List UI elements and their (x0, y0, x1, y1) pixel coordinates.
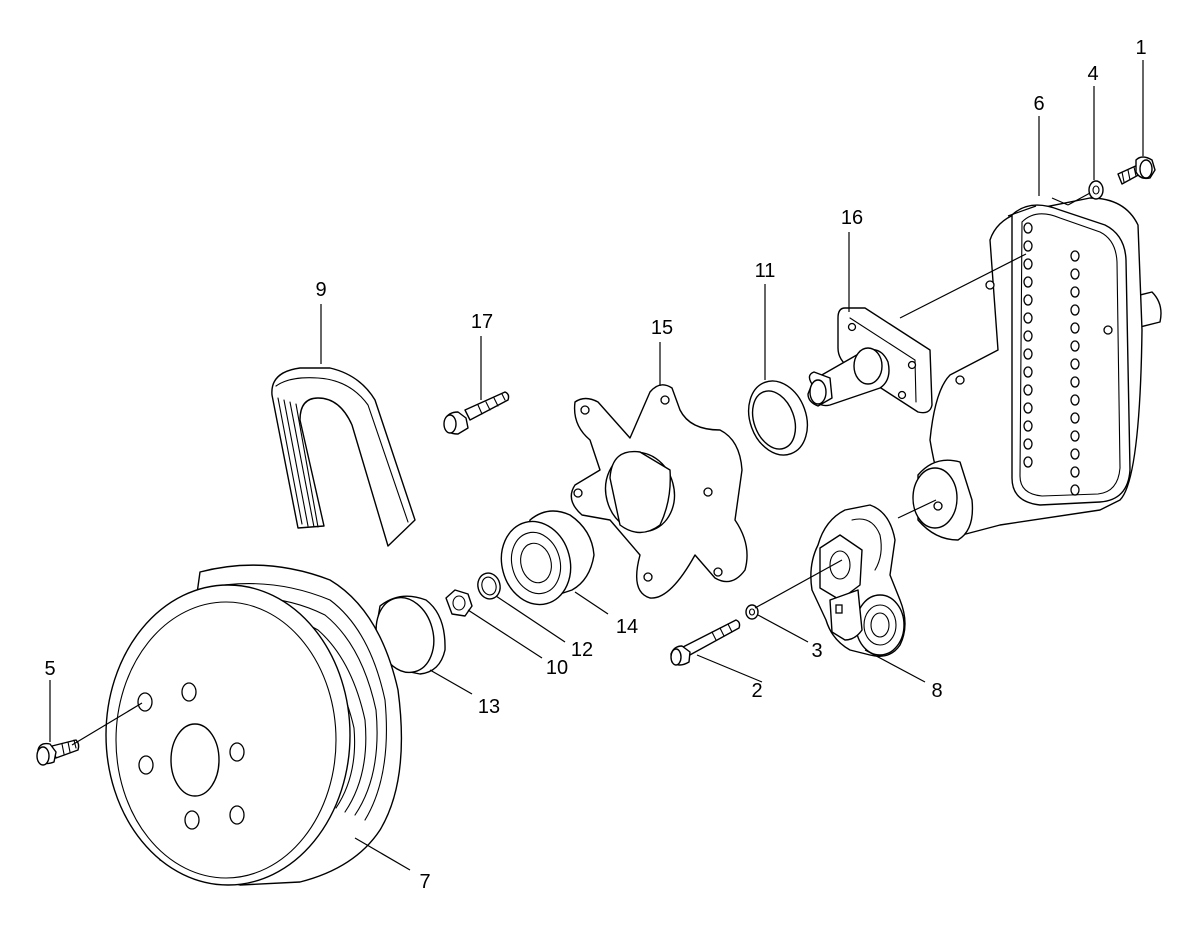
callout-15: 15 (651, 317, 673, 339)
leader-lines (49, 60, 1144, 871)
callout-2: 2 (751, 680, 762, 702)
part-17-bolt (443, 391, 510, 435)
callout-14: 14 (616, 616, 638, 638)
part-9-drive-belt (271, 367, 416, 547)
part-15-hub-spider (570, 384, 748, 599)
callout-7: 7 (419, 871, 430, 893)
callout-8: 8 (931, 680, 942, 702)
part-2-bolt (670, 619, 741, 666)
part-13-dust-cap (375, 595, 446, 675)
part-12-small-ring (477, 572, 501, 600)
part-6-bracket (912, 197, 1162, 541)
part-10-nut (445, 589, 473, 617)
callout-10: 10 (546, 657, 568, 679)
part-14-bearing (500, 510, 595, 606)
part-11-seal-ring (747, 380, 809, 456)
part-16-idler-mount (807, 307, 933, 414)
part-7-pulley (105, 564, 403, 886)
callout-13: 13 (478, 696, 500, 718)
callout-11: 11 (755, 260, 776, 282)
callout-1: 1 (1135, 37, 1146, 59)
callout-6: 6 (1033, 93, 1044, 115)
callout-12: 12 (571, 639, 593, 661)
callout-16: 16 (841, 207, 863, 229)
part-4-washer (1088, 180, 1104, 200)
part-8-tensioner (810, 504, 906, 657)
part-1-bolt (1117, 156, 1156, 185)
part-5-bolt (36, 739, 80, 766)
callout-3: 3 (811, 640, 822, 662)
callout-4: 4 (1087, 63, 1098, 85)
part-3-washer (745, 604, 759, 620)
callout-17: 17 (471, 311, 493, 333)
callout-5: 5 (44, 658, 55, 680)
bracket-hole-column-left (1023, 222, 1033, 468)
callout-labels: 1 2 3 4 5 6 7 8 9 10 11 12 13 14 15 16 1… (44, 37, 1146, 893)
bracket-hole-column-right (1070, 250, 1080, 496)
callout-9: 9 (315, 279, 326, 301)
